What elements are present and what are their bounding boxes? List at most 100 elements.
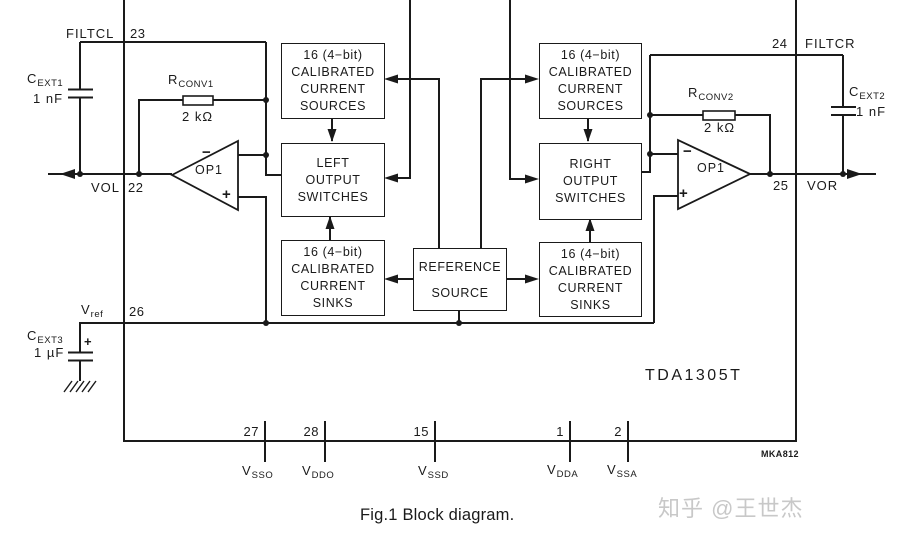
opamp-left-label: OP1 [195, 163, 224, 177]
chip-name: TDA1305T [645, 367, 743, 384]
pin-label-filtcl: FILTCL [66, 26, 115, 41]
block-text: LEFT [316, 155, 350, 170]
block-right-output-switches: RIGHT OUTPUT SWITCHES [539, 143, 642, 220]
drawing-reference: MKA812 [761, 449, 799, 459]
cext3-label: CEXT3 [27, 328, 64, 346]
junction-dots [77, 97, 846, 326]
pin-label-vddo: VDDO [302, 463, 335, 481]
vssa-subscript: SSA [616, 469, 638, 480]
block-right-current-sinks: 16 (4−bit) CALIBRATED CURRENT SINKS [539, 242, 642, 317]
cext1-subscript: EXT1 [37, 78, 64, 89]
block-text: CALIBRATED [291, 65, 375, 79]
block-text: CALIBRATED [291, 262, 375, 276]
rconv1-subscript: CONV1 [178, 79, 214, 90]
figure-caption: Fig.1 Block diagram. [360, 506, 515, 524]
block-text: 16 (4−bit) [303, 48, 363, 62]
opamp-right-label: OP1 [697, 161, 726, 175]
cext1-label: CEXT1 [27, 71, 64, 89]
rconv2-value: 2 kΩ [704, 120, 736, 135]
pin-number-22: 22 [128, 180, 144, 195]
pin-number-26: 26 [129, 304, 145, 319]
rconv1-value: 2 kΩ [182, 109, 214, 124]
opamp-right-triangle [677, 138, 753, 211]
watermark: 知乎 @王世杰 [658, 496, 804, 521]
pin-number-15: 15 [413, 424, 429, 439]
pin-number-27: 27 [243, 424, 259, 439]
block-left-current-sinks: 16 (4−bit) CALIBRATED CURRENT SINKS [281, 240, 385, 316]
pin-label-vssa: VSSA [607, 462, 638, 480]
block-text: 16 (4−bit) [560, 48, 621, 62]
block-text: CURRENT [300, 279, 366, 293]
pin-label-vor: VOR [807, 178, 839, 193]
arrowheads [60, 74, 862, 284]
vddo-subscript: DDO [311, 470, 335, 481]
wire-net [48, 0, 876, 462]
block-text: CALIBRATED [548, 65, 633, 79]
cext1-value: 1 nF [33, 91, 64, 106]
chip-outline [123, 0, 797, 442]
block-left-current-sources: 16 (4−bit) CALIBRATED CURRENT SOURCES [281, 43, 385, 119]
rconv2-label: RCONV2 [688, 85, 734, 103]
block-text: REFERENCE [418, 259, 502, 274]
block-text: CURRENT [557, 280, 624, 295]
cext2-label: CEXT2 [849, 84, 885, 102]
block-right-current-sources: 16 (4−bit) CALIBRATED CURRENT SOURCES [539, 43, 642, 119]
vdda-subscript: DDA [556, 469, 579, 480]
rconv1-label: RCONV1 [168, 72, 214, 90]
pin-number-24: 24 [772, 36, 788, 51]
block-text: SOURCES [299, 99, 367, 113]
pin-number-23: 23 [130, 26, 146, 41]
pin-label-filtcr: FILTCR [805, 36, 856, 51]
cext2-symbol: C [849, 84, 860, 99]
block-text: CURRENT [300, 82, 366, 96]
ground-icon [63, 380, 97, 393]
block-text: SWITCHES [555, 191, 626, 205]
block-text: SINKS [312, 296, 354, 310]
block-text: 16 (4−bit) [303, 245, 363, 259]
cext3-subscript: EXT3 [37, 335, 64, 346]
rconv2-symbol: R [688, 85, 699, 100]
cext3-symbol: C [27, 328, 38, 343]
rconv2-subscript: CONV2 [698, 92, 734, 103]
pin-label-vdda: VDDA [547, 462, 579, 480]
block-text: OUTPUT [305, 172, 361, 187]
block-left-output-switches: LEFT OUTPUT SWITCHES [281, 143, 385, 217]
vsso-symbol: V [242, 463, 252, 478]
block-reference-source: REFERENCE SOURCE [413, 248, 507, 311]
pin-label-vssd: VSSD [418, 463, 449, 481]
vssd-symbol: V [418, 463, 428, 478]
pin-number-25: 25 [773, 178, 789, 193]
cext1-symbol: C [27, 71, 38, 86]
rconv1-symbol: R [168, 72, 179, 87]
opamp-left-triangle [170, 139, 239, 212]
opamp-left-minus-sign: − [202, 144, 211, 161]
vsso-subscript: SSO [251, 470, 274, 481]
pin-number-28: 28 [303, 424, 319, 439]
cext2-value: 1 nF [856, 104, 887, 119]
vref-subscript: ref [90, 309, 104, 320]
vref-label: Vref [81, 302, 104, 320]
block-text: OUTPUT [563, 174, 618, 188]
pin-number-2: 2 [614, 424, 622, 439]
block-text: CALIBRATED [548, 263, 633, 278]
opamp-right-plus-sign: + [679, 185, 688, 202]
block-text: 16 (4−bit) [560, 246, 621, 261]
vssa-symbol: V [607, 462, 617, 477]
block-text: SWITCHES [297, 189, 369, 204]
block-text: SOURCES [557, 99, 624, 113]
opamp-right-minus-sign: − [683, 143, 692, 160]
block-text: RIGHT [569, 157, 612, 171]
pin-label-vol: VOL [91, 180, 121, 195]
block-text: CURRENT [557, 82, 624, 96]
capacitor-plates [68, 88, 856, 362]
block-text: SINKS [570, 297, 611, 312]
vssd-subscript: SSD [427, 470, 449, 481]
pin-number-1: 1 [556, 424, 564, 439]
block-text: SOURCE [431, 285, 489, 300]
cext3-value: 1 µF [34, 345, 65, 360]
resistor-rconv1-body [182, 95, 214, 106]
opamp-left-plus-sign: + [222, 186, 231, 203]
resistor-rconv2-body [702, 110, 736, 121]
